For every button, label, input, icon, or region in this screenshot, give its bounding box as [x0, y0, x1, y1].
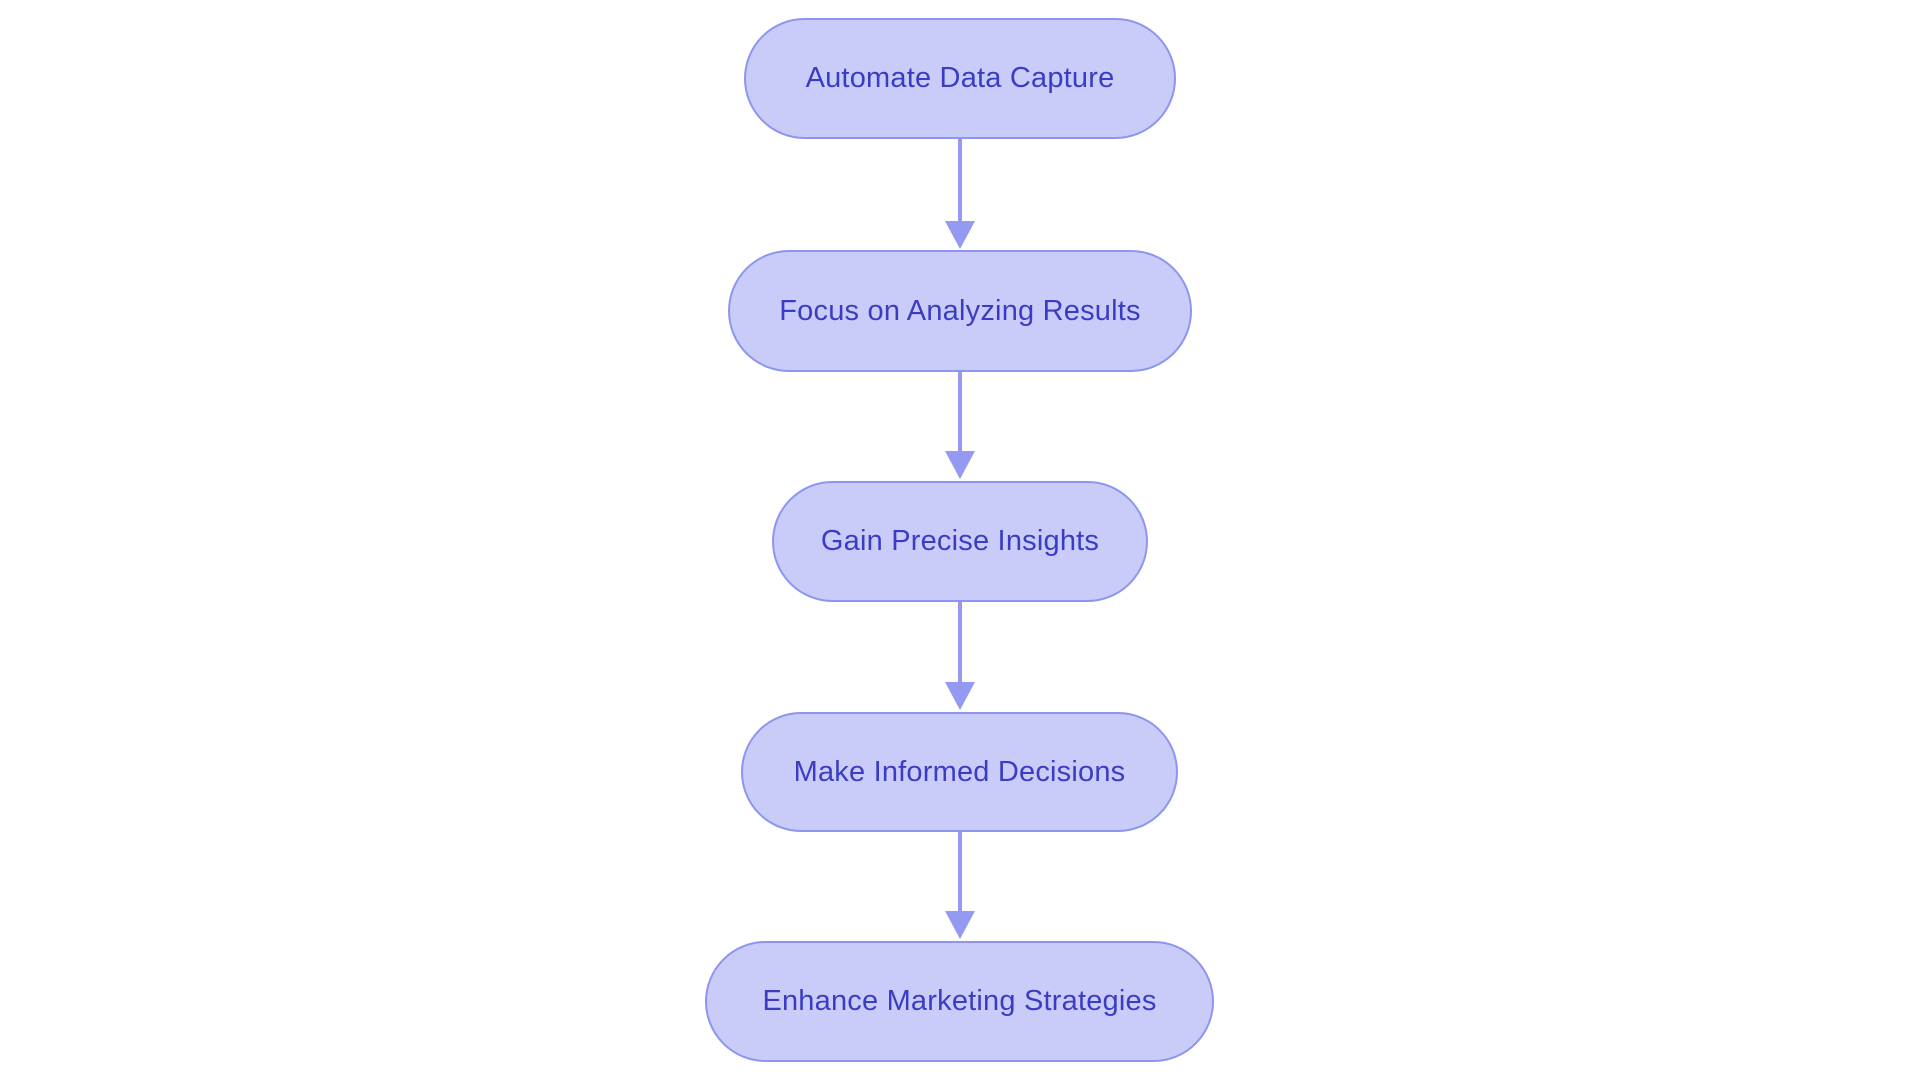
flow-node-enhance-marketing-strategies: Enhance Marketing Strategies: [705, 941, 1214, 1062]
arrow-connector-1: [943, 139, 977, 249]
arrow-head-icon: [945, 221, 975, 249]
flow-node-make-informed-decisions: Make Informed Decisions: [741, 712, 1178, 832]
arrow-head-icon: [945, 451, 975, 479]
arrow-shaft: [958, 372, 962, 453]
flow-node-label: Gain Precise Insights: [820, 525, 1100, 557]
flow-node-focus-on-analyzing-results: Focus on Analyzing Results: [728, 250, 1192, 372]
arrow-head-icon: [945, 911, 975, 939]
flow-node-label: Enhance Marketing Strategies: [762, 985, 1157, 1017]
arrow-shaft: [958, 832, 962, 913]
arrow-shaft: [958, 139, 962, 223]
arrow-head-icon: [945, 682, 975, 710]
flow-node-label: Focus on Analyzing Results: [779, 294, 1141, 327]
flow-node-label: Make Informed Decisions: [793, 755, 1126, 788]
arrow-connector-4: [943, 832, 977, 939]
flow-node-automate-data-capture: Automate Data Capture: [744, 18, 1176, 139]
arrow-shaft: [958, 602, 962, 684]
arrow-connector-3: [943, 602, 977, 710]
flow-node-gain-precise-insights: Gain Precise Insights: [772, 481, 1148, 602]
arrow-connector-2: [943, 372, 977, 479]
flow-node-label: Automate Data Capture: [805, 62, 1115, 94]
